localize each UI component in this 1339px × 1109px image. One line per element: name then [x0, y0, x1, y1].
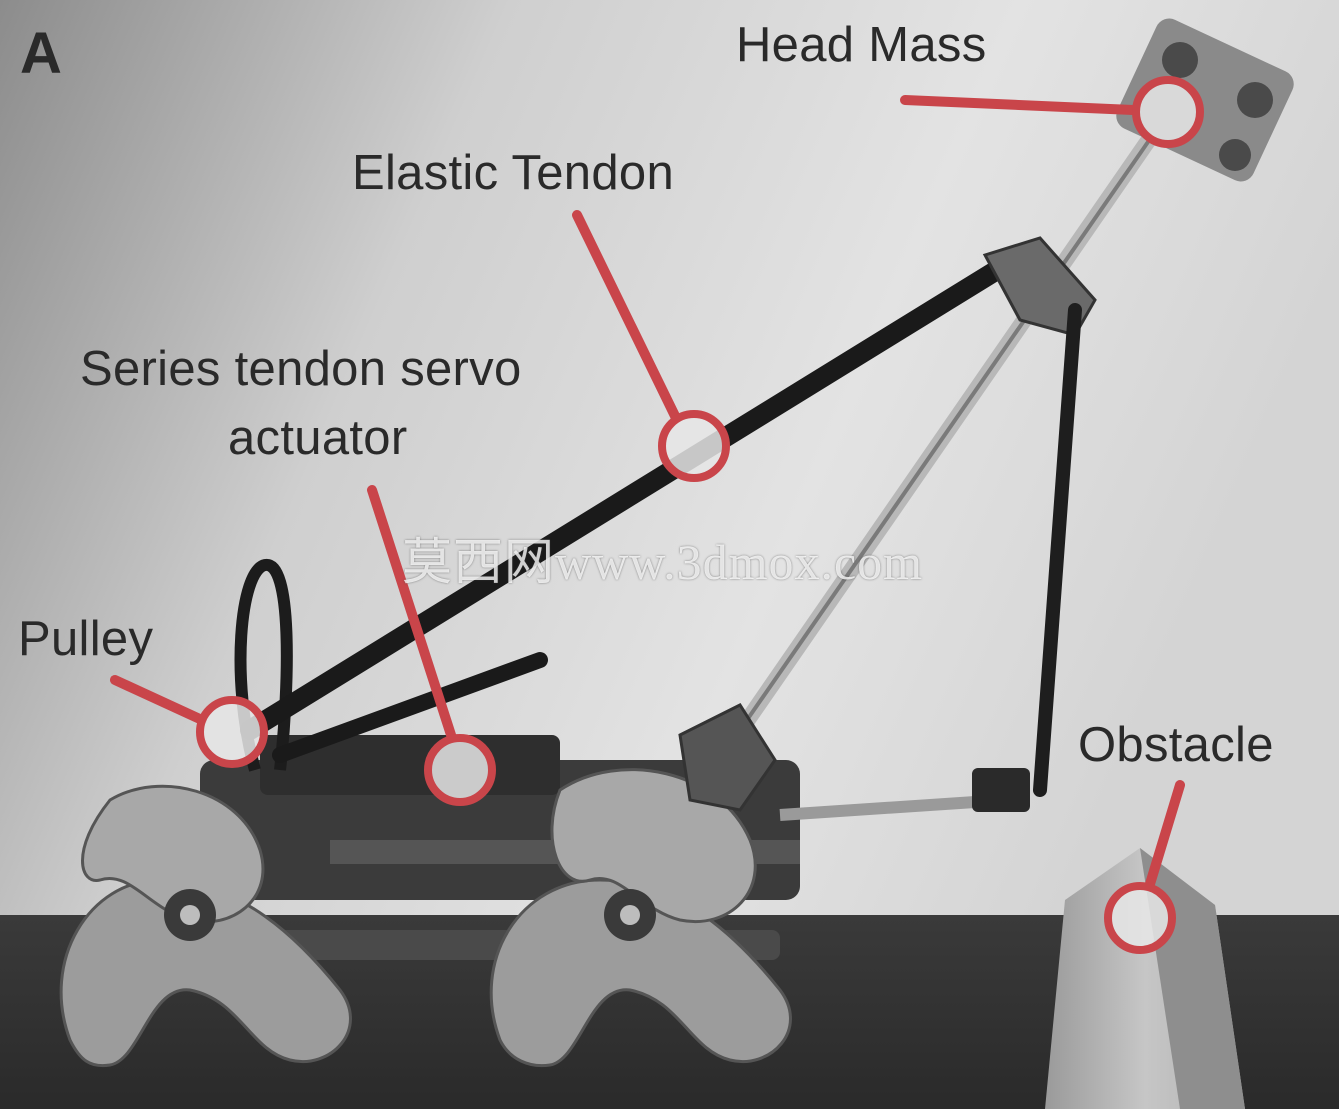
label-servo-line1: Series tendon servo: [80, 342, 522, 396]
robot-arm: [240, 18, 1294, 821]
annotation-line-elastic-tendon: [572, 210, 681, 423]
label-elastic-tendon: Elastic Tendon: [352, 146, 675, 200]
annotation-markers: [196, 76, 1204, 954]
watermark-text: 莫西网www.3dmox.com: [402, 534, 924, 590]
marker-head-mass: [1132, 76, 1204, 148]
label-servo-line2: actuator: [228, 411, 408, 465]
label-head-mass: Head Mass: [736, 18, 987, 72]
panel-letter: A: [20, 21, 62, 86]
marker-obstacle: [1104, 882, 1176, 954]
annotation-lines: [110, 95, 1185, 889]
annotation-line-pulley: [110, 675, 207, 725]
marker-elastic-tendon: [658, 410, 730, 482]
marker-servo: [424, 734, 496, 806]
label-pulley: Pulley: [18, 612, 154, 666]
annotation-line-servo: [367, 485, 457, 743]
label-obstacle: Obstacle: [1078, 718, 1274, 772]
annotation-line-head-mass: [900, 95, 1138, 115]
annotation-line-obstacle: [1145, 780, 1185, 889]
marker-pulley: [196, 696, 268, 768]
